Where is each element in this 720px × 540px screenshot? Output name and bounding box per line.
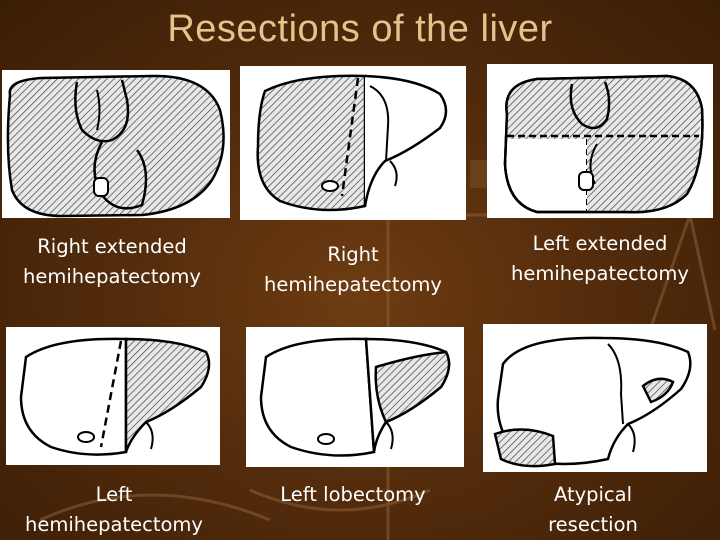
caption-left-extended: Left extended hemihepatectomy [487, 229, 713, 289]
liver-diagram-left [6, 327, 220, 465]
caption-line: Left extended [532, 232, 668, 255]
caption-right: Right hemihepatectomy [240, 240, 466, 300]
caption-line: hemihepatectomy [264, 273, 442, 296]
liver-diagram-atypical [483, 324, 707, 472]
caption-line: Left [95, 483, 133, 506]
liver-diagram-right-extended [2, 70, 230, 218]
caption-right-extended: Right extended hemihepatectomy [0, 232, 224, 292]
caption-line: resection [548, 513, 638, 536]
caption-atypical: Atypical resection [480, 480, 706, 540]
liver-diagram-right [240, 66, 466, 220]
liver-diagram-left-extended [487, 64, 713, 218]
caption-line: Right [327, 243, 379, 266]
caption-line: Left lobectomy [280, 483, 426, 506]
caption-line: hemihepatectomy [25, 513, 203, 536]
caption-line: hemihepatectomy [511, 262, 689, 285]
caption-line: Atypical [553, 483, 633, 506]
caption-left-lobectomy: Left lobectomy [240, 480, 466, 510]
liver-diagram-left-lobectomy [246, 327, 464, 467]
caption-left: Left hemihepatectomy [2, 480, 226, 540]
slide-title: Resections of the liver [167, 8, 553, 50]
caption-line: hemihepatectomy [23, 265, 201, 288]
caption-line: Right extended [37, 235, 187, 258]
